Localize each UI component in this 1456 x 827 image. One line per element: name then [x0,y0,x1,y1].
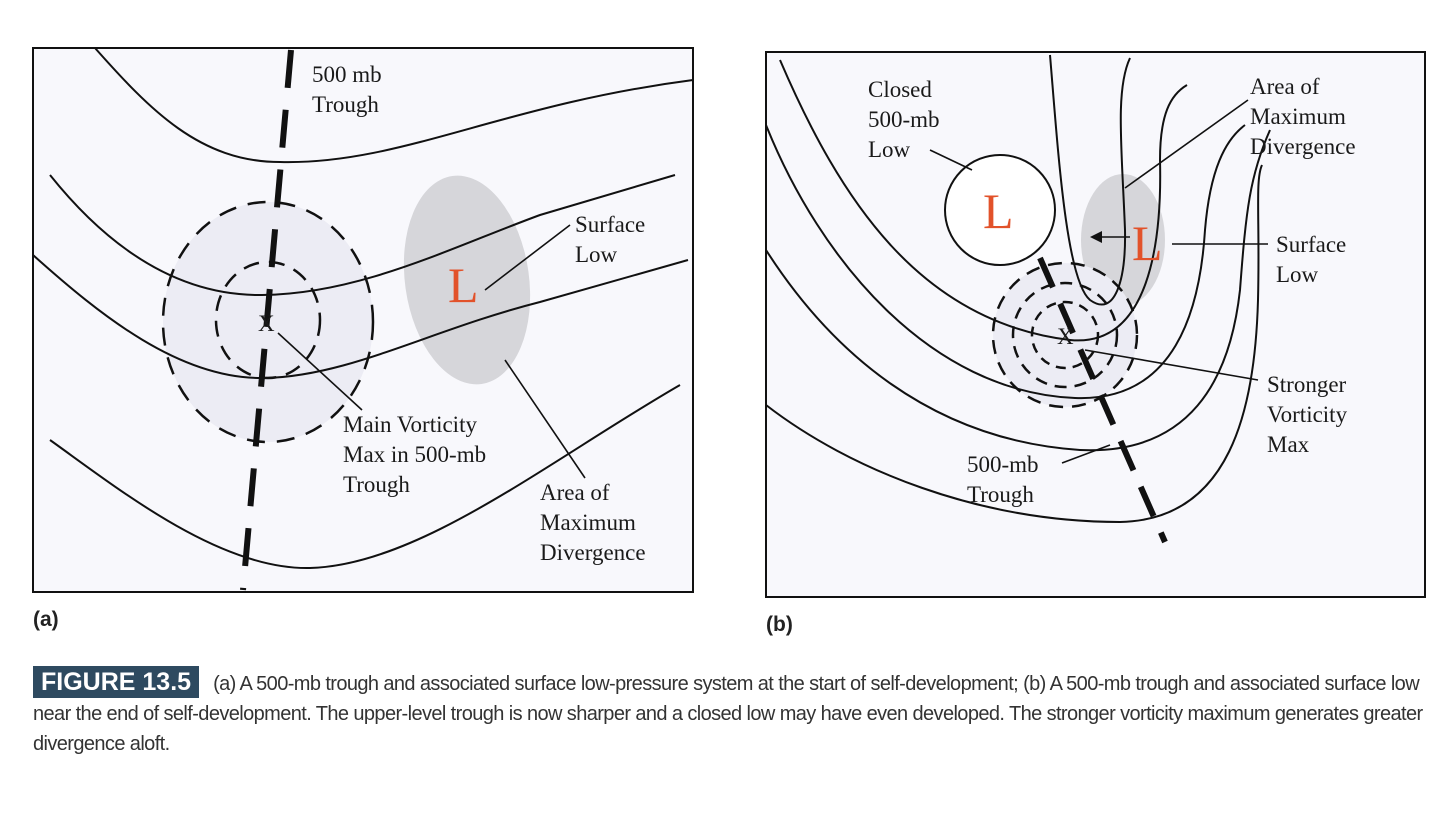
height-contour [765,124,1246,400]
leader-line [929,149,973,171]
vorticity-max-marker: X [258,311,275,336]
vorticity-label: Main Vorticity [343,412,477,437]
panel-b-tag: (b) [766,613,793,636]
divergence-label: Area of [1250,74,1320,99]
divergence-label: Divergence [1250,134,1356,159]
divergence-label: Maximum [1250,104,1346,129]
surface-low-symbol: L [448,257,479,313]
closed-low-label: 500-mb [868,107,940,132]
vorticity-inner-contour [214,260,322,380]
height-contour [765,164,1263,524]
figure-caption: FIGURE 13.5(a) A 500-mb trough and assoc… [33,666,1433,759]
vorticity-outer-contour [161,200,375,444]
closed-low-symbol: L [983,183,1014,239]
leader-line [1124,99,1249,189]
vorticity-contour [1011,281,1119,389]
panel-b: L L X Closed 500-mb Low Area of Maximum … [765,51,1426,636]
closed-low-contour [944,154,1056,266]
closed-low-label: Low [868,137,911,162]
height-contour [49,174,676,297]
divergence-area [403,175,531,385]
divergence-label: Area of [540,480,610,505]
vorticity-label: Max [1267,432,1310,457]
surface-low-label: Surface [1276,232,1346,257]
vorticity-max-marker: X [1057,324,1074,349]
divergence-label: Divergence [540,540,646,565]
panel-a: L X 500 mb Trough Surface Low Main Vorti… [32,47,694,631]
leader-line [504,359,586,479]
divergence-label: Maximum [540,510,636,535]
vorticity-label: Vorticity [1267,402,1348,427]
height-contour [1049,54,1131,306]
figure-label: FIGURE 13.5 [33,666,200,698]
leader-line [1061,444,1111,464]
trough-label: 500 mb [312,62,382,87]
panel-a-tag: (a) [33,608,59,631]
trough-label: 500-mb [967,452,1039,477]
leader-line [1084,349,1259,381]
surface-low-label: Low [1276,262,1319,287]
figure-diagram: L X 500 mb Trough Surface Low Main Vorti… [32,47,1426,636]
closed-low-label: Closed [868,77,932,102]
vorticity-contour [1030,300,1100,370]
vorticity-label: Trough [343,472,410,497]
trough-label: Trough [967,482,1034,507]
surface-low-label: Surface [575,212,645,237]
leader-line [484,224,571,291]
leader-line [277,332,363,411]
arrow-head-icon [1090,231,1102,243]
vorticity-label: Max in 500-mb [343,442,486,467]
surface-low-label: Low [575,242,618,267]
height-contour [49,384,681,570]
height-contour [765,129,1271,452]
trough-axis [1037,256,1168,544]
caption-text: (a) A 500-mb trough and associated surfa… [33,673,1423,755]
trough-label: Trough [312,92,379,117]
vorticity-label: Stronger [1267,372,1347,397]
height-contour [779,59,1188,342]
height-contour [94,47,694,164]
trough-axis [240,49,294,591]
vorticity-contour [991,261,1139,409]
surface-low-symbol: L [1132,215,1163,271]
